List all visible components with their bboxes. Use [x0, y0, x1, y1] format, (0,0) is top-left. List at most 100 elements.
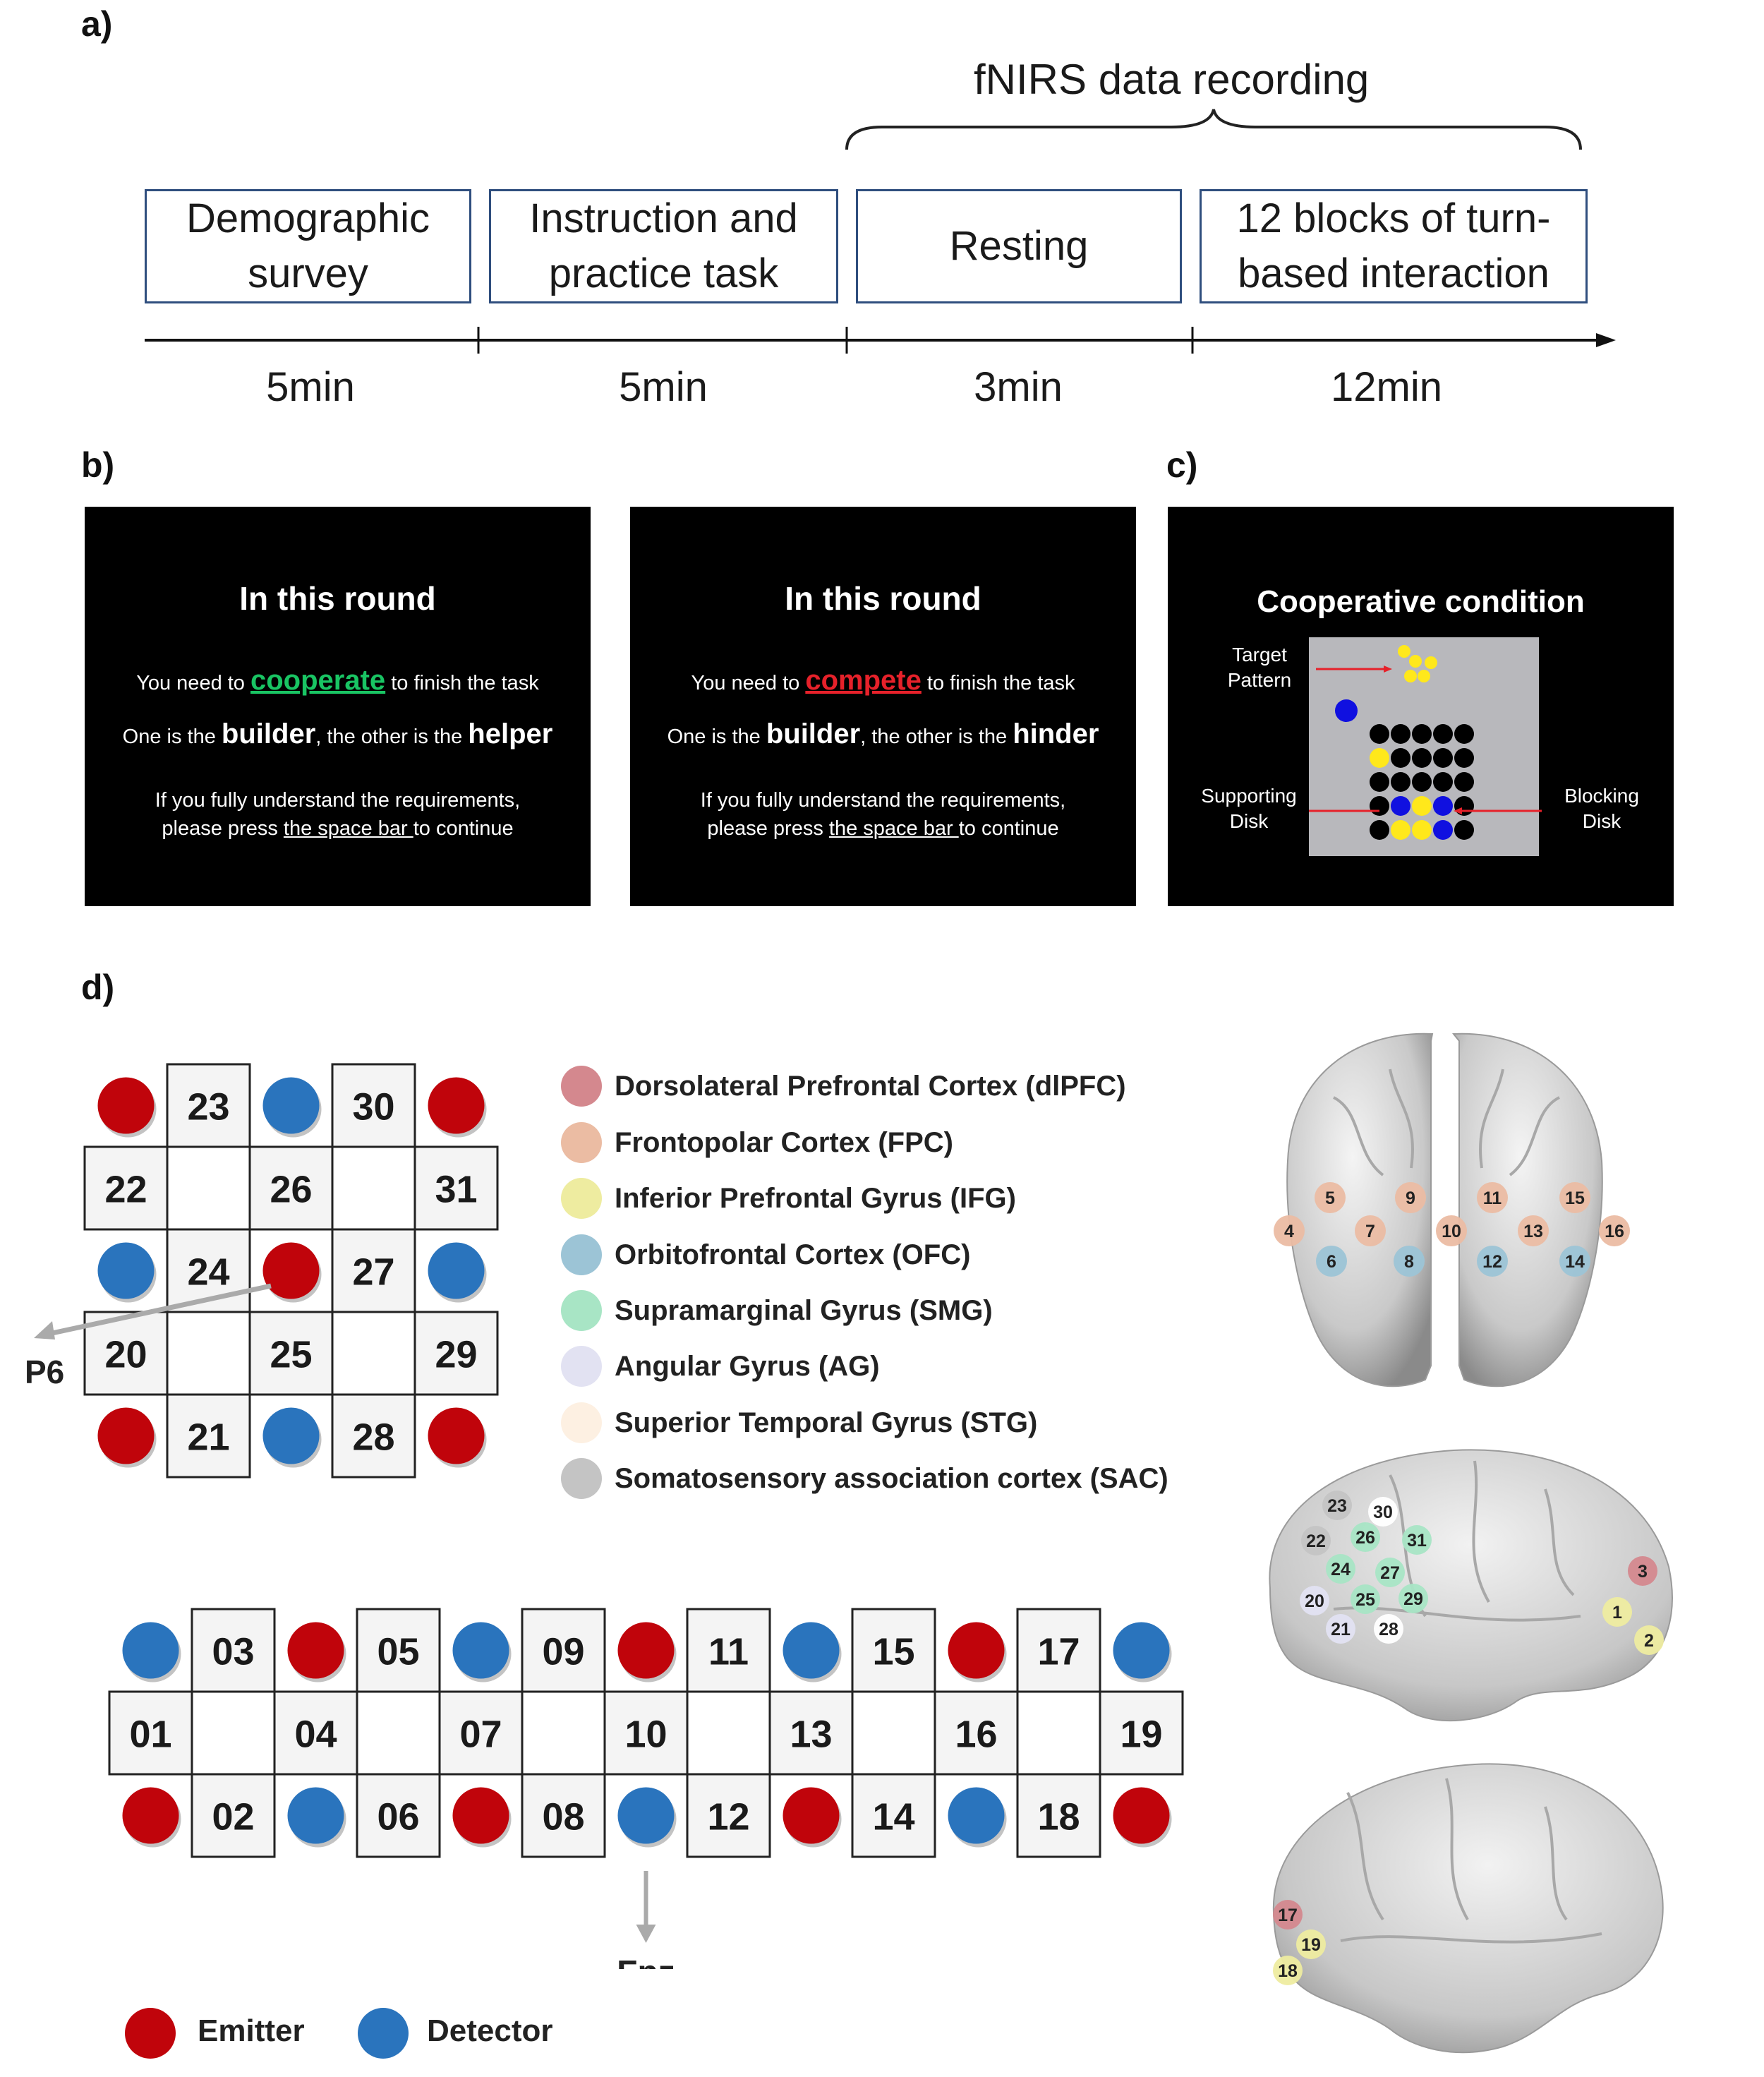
legend-item: Angular Gyrus (AG) [561, 1346, 880, 1387]
channel-number: 21 [187, 1416, 229, 1459]
brain-channel-dot [1398, 1584, 1428, 1613]
legend-item: Supramarginal Gyrus (SMG) [561, 1290, 993, 1331]
channel-box [851, 1773, 936, 1858]
brain-channel-number: 20 [1305, 1591, 1324, 1611]
channel-number: 18 [1037, 1796, 1080, 1838]
board-disk [1391, 796, 1410, 816]
board-disk [1412, 820, 1432, 840]
channel-number: 12 [707, 1796, 749, 1838]
channel-number: 31 [435, 1169, 477, 1211]
board-disk [1412, 772, 1432, 792]
brain-channel-dot [1599, 1215, 1630, 1246]
compete-screen: In this round You need to compete to fin… [630, 507, 1136, 906]
brain-channel-number: 11 [1483, 1188, 1502, 1208]
brain-channel-number: 7 [1365, 1222, 1375, 1241]
channel-box [273, 1690, 358, 1776]
emitter [122, 1787, 179, 1844]
screen-line2: One is the builder, the other is the hel… [122, 718, 553, 749]
legend-swatch [561, 1122, 602, 1163]
screen-line4: please press the space bar to continue [707, 817, 1059, 840]
emitter [97, 1077, 155, 1134]
channel-number: 20 [104, 1334, 147, 1376]
channel-number: 11 [708, 1631, 749, 1673]
brain-channel-dot [1273, 1900, 1303, 1929]
brain-channel-dot [1436, 1215, 1467, 1246]
board-disk [1433, 796, 1453, 816]
p6-arrow [42, 1283, 272, 1338]
channel-box [934, 1690, 1019, 1776]
brain-channel-dot [1634, 1625, 1664, 1655]
channel-number: 05 [377, 1631, 419, 1673]
legend-swatch [561, 1290, 602, 1331]
brain-channel-dot [1602, 1597, 1632, 1627]
brain-channel-number: 8 [1404, 1252, 1414, 1272]
timeline-box-instruction: Instruction and practice task [489, 189, 838, 303]
brain-channel-number: 12 [1482, 1252, 1502, 1272]
detector-legend-label: Detector [427, 2013, 553, 2048]
probe-grid-bottom: 03050911151701040710131619020608121418Fp… [108, 1608, 1184, 1969]
brain-channel-number: 9 [1406, 1188, 1415, 1208]
board-disk [1370, 724, 1389, 744]
screen-line1: You need to compete to finish the task [691, 665, 1075, 696]
brain-channel-dot [1274, 1215, 1305, 1246]
channel-number: 25 [270, 1334, 312, 1376]
cooperate-screen: In this round You need to cooperate to f… [85, 507, 591, 906]
brain-channel-number: 22 [1306, 1531, 1326, 1551]
brain-channel-dot [1322, 1491, 1352, 1520]
emitter [1113, 1787, 1170, 1844]
brain-channel-dot [1351, 1584, 1380, 1614]
board-disk [1370, 820, 1389, 840]
brain-channel-number: 28 [1379, 1620, 1398, 1639]
board-disk [1454, 748, 1474, 768]
brain-channel-number: 4 [1284, 1222, 1294, 1241]
channel-box [768, 1690, 854, 1776]
recording-label: fNIRS data recording [974, 56, 1370, 103]
duration-instruction: 5min [619, 364, 708, 410]
brain-channel-dot [1300, 1586, 1329, 1615]
target-pattern [1398, 645, 1437, 682]
screen-line2: One is the builder, the other is the hin… [667, 718, 1099, 749]
p6-arrowhead [34, 1321, 55, 1339]
channel-number: 23 [187, 1086, 229, 1128]
brain-channel-dot [1395, 1182, 1426, 1213]
board-disk [1370, 748, 1389, 768]
detector [948, 1787, 1005, 1844]
falling-disk [1335, 699, 1358, 722]
legend-swatch [561, 1066, 602, 1107]
channel-box [438, 1690, 524, 1776]
brain-channel-number: 24 [1331, 1560, 1351, 1579]
channel-number: 26 [270, 1169, 312, 1211]
brain-channel-dot [1374, 1614, 1403, 1644]
channel-number: 06 [377, 1796, 419, 1838]
brain-channel-number: 31 [1407, 1531, 1427, 1551]
channel-number: 13 [790, 1714, 832, 1756]
brain-channel-dot [1355, 1215, 1386, 1246]
channel-box [1016, 1773, 1101, 1858]
brain-channel-number: 5 [1325, 1188, 1335, 1208]
channel-box [248, 1311, 334, 1396]
legend-item: Somatosensory association cortex (SAC) [561, 1458, 1168, 1499]
timeline-box-resting: Resting [856, 189, 1182, 303]
emitter [948, 1622, 1005, 1679]
board-disk [1454, 796, 1474, 816]
channel-number: 10 [624, 1714, 667, 1756]
channel-box [83, 1145, 169, 1231]
blocking-disk-label: Blocking Disk [1564, 785, 1639, 832]
brain-channel-dot [1628, 1556, 1657, 1586]
detector [1113, 1622, 1170, 1679]
game-screen: Cooperative condition Target Pattern Sup… [1168, 507, 1674, 906]
channel-number: 09 [542, 1631, 584, 1673]
target-pattern-label: Target Pattern [1227, 644, 1292, 691]
channel-box [1016, 1608, 1101, 1693]
brain-channel-dot [1477, 1246, 1508, 1277]
screen-line4: please press the space bar to continue [162, 817, 514, 840]
brain-channel-number: 10 [1442, 1222, 1461, 1241]
brain-channel-number: 6 [1327, 1252, 1336, 1272]
board-disk [1412, 724, 1432, 744]
detector [262, 1077, 320, 1134]
detector [97, 1242, 155, 1299]
legend-item: Frontopolar Cortex (FPC) [561, 1122, 953, 1163]
channel-number: 29 [435, 1334, 477, 1376]
